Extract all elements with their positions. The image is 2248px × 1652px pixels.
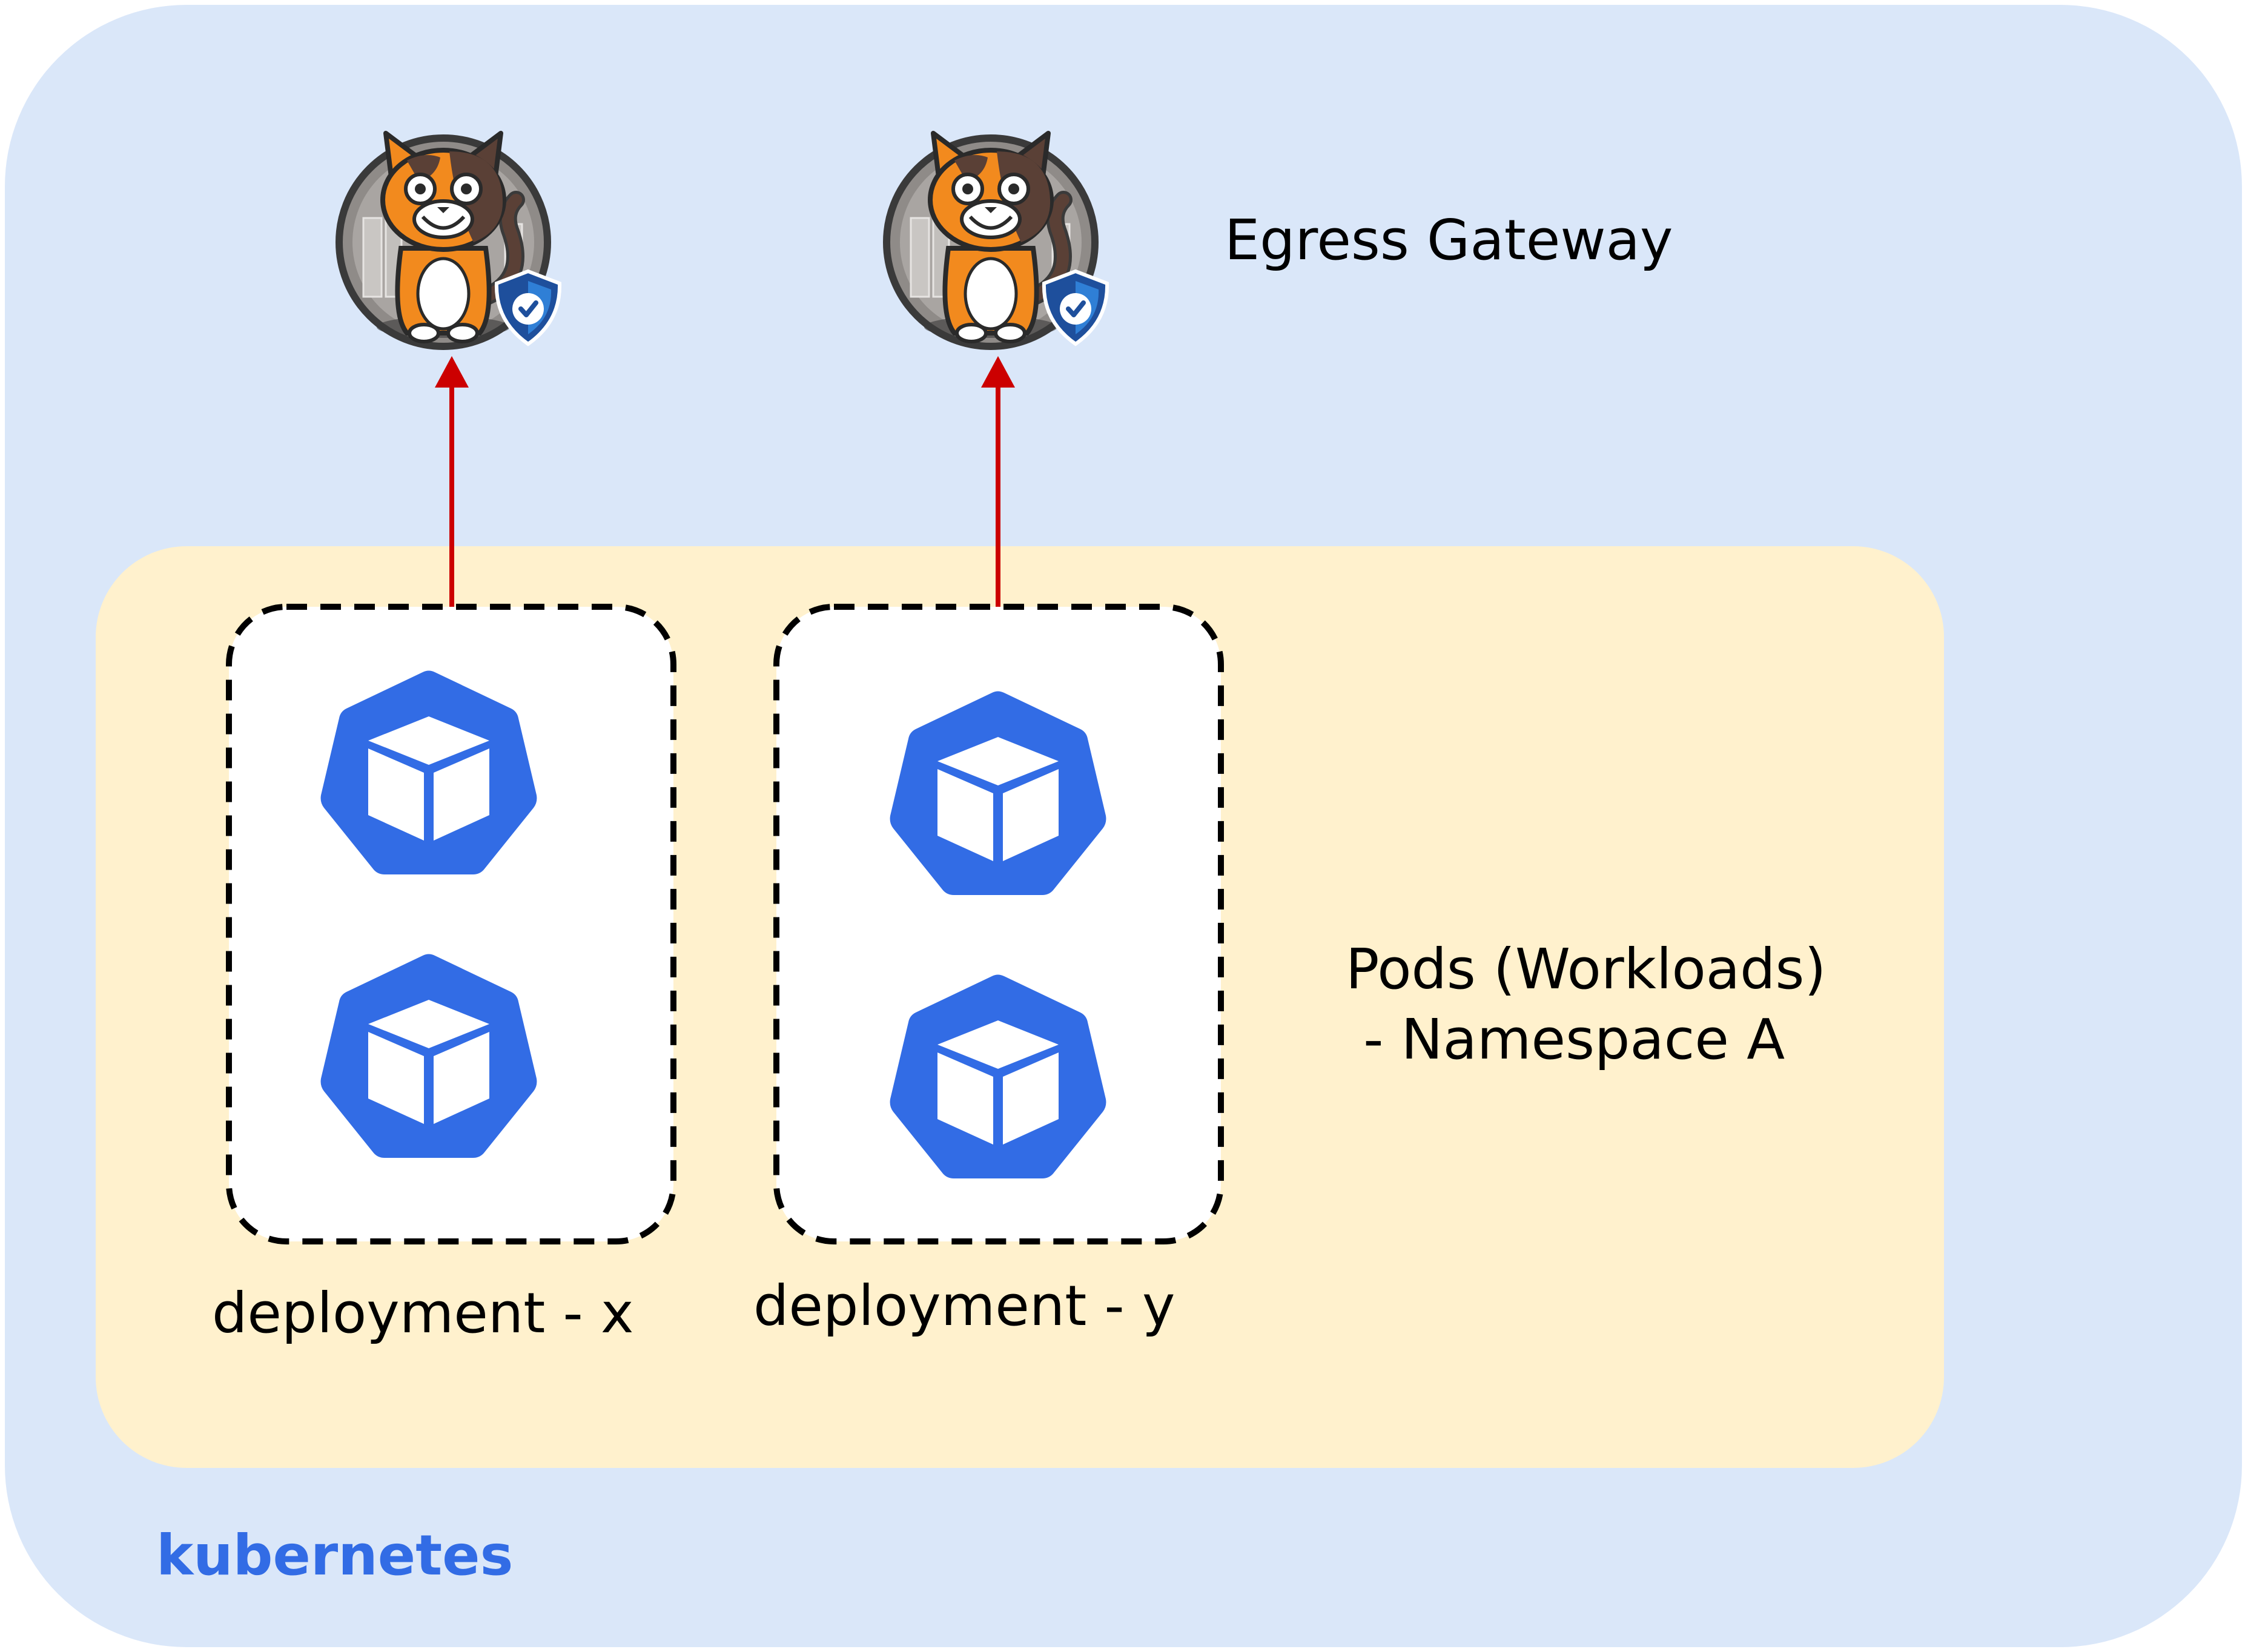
deployment-y-box <box>773 604 1224 1244</box>
deployment-x-label: deployment - x <box>212 1281 633 1346</box>
kubernetes-brand-label: kubernetes <box>156 1523 513 1588</box>
deployment-y-label: deployment - y <box>753 1274 1175 1338</box>
namespace-label-line2: - Namespace A <box>1346 1007 1785 1072</box>
egress-arrow <box>435 356 469 607</box>
egress-arrow <box>981 356 1015 607</box>
namespace-label-line1: Pods (Workloads) <box>1346 937 1826 1002</box>
egress-gateway-label: Egress Gateway <box>1225 208 1673 273</box>
